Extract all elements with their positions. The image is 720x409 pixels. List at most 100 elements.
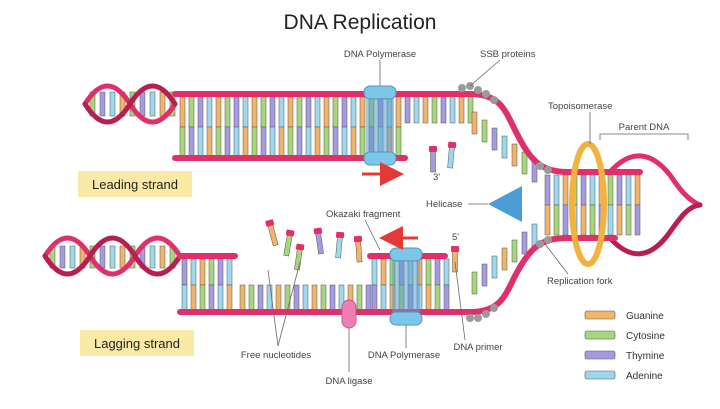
fork-base — [491, 255, 498, 279]
leader-free-nucleotides-a — [267, 269, 279, 347]
dna-ligase — [341, 299, 357, 329]
base-pair-rung — [302, 284, 309, 312]
base-pair-rung — [440, 96, 447, 124]
base-pair-rung — [431, 96, 438, 124]
label-dna-polymerase-bottom: DNA Polymerase — [368, 350, 440, 361]
ssb-protein — [474, 314, 482, 322]
base-pair-rung — [625, 174, 632, 206]
base-pair-rung — [257, 284, 264, 312]
base-pair-rung — [199, 258, 206, 286]
base-pair-rung — [380, 258, 387, 286]
label-five-prime: 5' — [452, 232, 459, 243]
base-pair-rung — [179, 126, 186, 158]
nucleotide-base — [267, 223, 279, 247]
base-pair-rung — [305, 96, 312, 128]
fork-base — [471, 271, 478, 295]
base-pair-rung — [179, 96, 186, 128]
base-pair-rung — [99, 245, 106, 269]
fork-base — [471, 111, 478, 135]
polymerase-bottom-base — [389, 311, 423, 326]
fork-base — [481, 119, 488, 143]
ssb-protein — [544, 166, 552, 174]
base-pair-rung — [109, 245, 116, 269]
base-pair-rung — [284, 284, 291, 312]
dna-polymerase-top — [363, 85, 397, 166]
base-pair-rung — [607, 204, 614, 236]
legend-swatch-0 — [584, 310, 616, 320]
polymerase-top-base — [363, 151, 397, 166]
base-pair-rung — [341, 96, 348, 128]
fork-base — [521, 231, 528, 255]
base-pair-rung — [553, 204, 560, 236]
base-pair-rung — [350, 126, 357, 158]
label-helicase: Helicase — [426, 199, 462, 210]
base-pair-rung — [395, 126, 402, 158]
base-pair-rung — [293, 284, 300, 312]
label-topoisomerase: Topoisomerase — [548, 101, 612, 112]
base-pair-rung — [544, 174, 551, 206]
base-pair-rung — [359, 126, 366, 158]
ssb-protein — [458, 84, 466, 92]
base-pair-rung — [181, 258, 188, 286]
lagging-strand-badge: Lagging strand — [80, 330, 194, 356]
legend-label-0: Guanine — [626, 311, 664, 322]
leader-okazaki — [364, 219, 381, 251]
base-pair-rung — [580, 204, 587, 236]
nucleotide-base — [355, 239, 363, 263]
base-pair-rung — [422, 96, 429, 124]
label-okazaki-fragment: Okazaki fragment — [326, 209, 401, 220]
base-pair-rung — [625, 204, 632, 236]
bottom-helix-backbone-a — [42, 235, 183, 277]
free-nucleotide — [447, 141, 457, 169]
parent-helix-backbone-b — [607, 202, 703, 257]
base-pair-rung — [69, 245, 76, 269]
nucleotide-phosphate — [295, 243, 305, 251]
base-pair-rung — [233, 126, 240, 158]
fork-base — [511, 239, 518, 263]
base-pair-rung — [99, 91, 106, 117]
base-pair-rung — [323, 96, 330, 128]
nucleotide-base — [452, 249, 458, 273]
diagram-labels: DNA Polymerase SSB proteins Topoisomeras… — [241, 49, 670, 387]
leading-strand-badge: Leading strand — [78, 171, 192, 197]
fork-base — [501, 135, 508, 159]
fork-base — [501, 247, 508, 271]
leader-parent-dna — [599, 133, 689, 140]
ssb-protein — [466, 314, 474, 322]
base-pair-rung — [181, 284, 188, 312]
topoisomerase-ring — [569, 141, 607, 267]
ssb-protein — [490, 96, 498, 104]
base-pair-rung — [215, 96, 222, 128]
base-pair-rung — [544, 204, 551, 236]
ssb-protein — [482, 310, 490, 318]
base-pair-rung — [159, 91, 166, 117]
top-helix-backbone-b — [82, 83, 178, 125]
base-pair-rung — [266, 284, 273, 312]
legend-swatch-1 — [584, 330, 616, 340]
base-pair-rung — [395, 96, 402, 128]
base-pair-rung — [323, 126, 330, 158]
base-pair-rung — [380, 284, 387, 312]
base-pair-rung — [159, 245, 166, 269]
legend-label-3: Adenine — [626, 371, 663, 382]
free-nucleotide — [335, 231, 345, 259]
base-pair-rung — [109, 91, 116, 117]
polymerase-top-cap — [363, 85, 397, 100]
base-pair-rung — [233, 96, 240, 128]
base-pair-rung — [269, 126, 276, 158]
leading-strand-badge-bg — [78, 171, 192, 197]
base-pair-rung — [413, 96, 420, 124]
base-pair-rung — [242, 96, 249, 128]
nucleotide-phosphate — [447, 141, 457, 149]
label-parent-dna: Parent DNA — [619, 122, 670, 133]
label-dna-ligase: DNA ligase — [326, 376, 373, 387]
fork-base — [511, 143, 518, 167]
base-pair-rung — [359, 96, 366, 128]
base-pair-rung — [332, 126, 339, 158]
diagram-title: DNA Replication — [284, 11, 437, 34]
helicase-shape — [488, 186, 522, 222]
free-nucleotide — [265, 219, 279, 247]
polymerase-top-body — [366, 98, 394, 154]
base-pair-rung — [434, 258, 441, 286]
